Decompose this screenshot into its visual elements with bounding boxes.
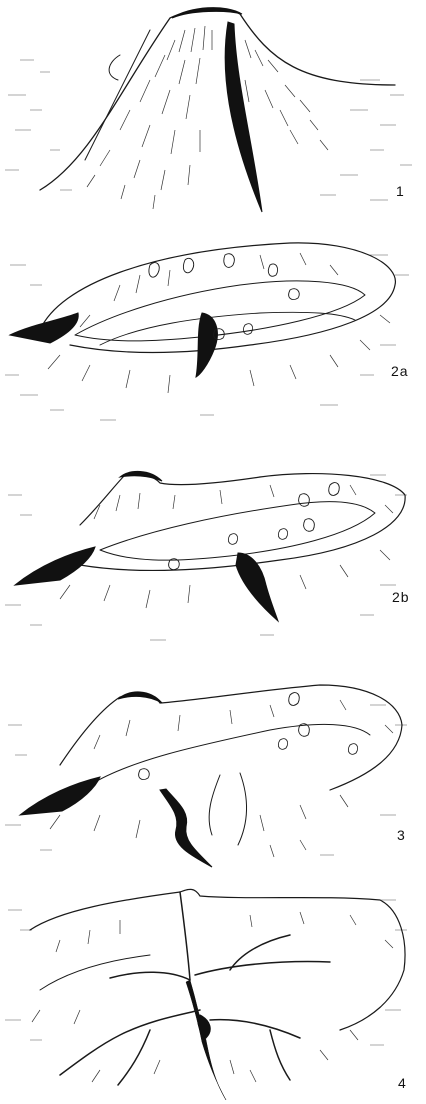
panel-2a-drawing — [0, 225, 426, 435]
panel-4: 4 — [0, 870, 426, 1104]
panel-2a: 2a — [0, 225, 426, 435]
panel-1-label: 1 — [396, 183, 405, 199]
panel-3: 3 — [0, 655, 426, 870]
panel-1: 1 — [0, 0, 426, 225]
panel-2a-label: 2a — [391, 363, 409, 379]
panel-3-drawing — [0, 655, 426, 870]
panel-2b-drawing — [0, 435, 426, 655]
panel-2b-label: 2b — [392, 589, 410, 605]
panel-1-drawing — [0, 0, 426, 225]
panel-2b: 2b — [0, 435, 426, 655]
panel-4-label: 4 — [398, 1075, 407, 1091]
panel-4-drawing — [0, 870, 426, 1104]
panel-3-label: 3 — [397, 827, 406, 843]
